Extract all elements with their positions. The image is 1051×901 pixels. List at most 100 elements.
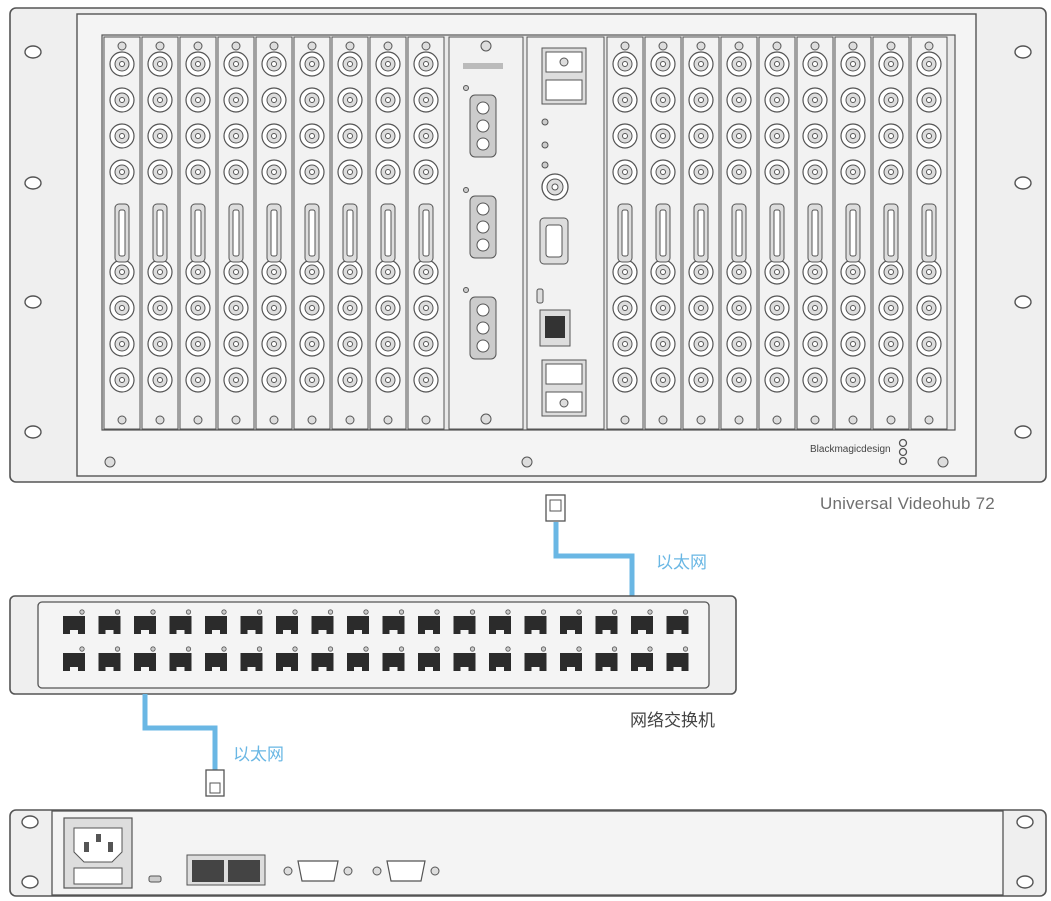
video-card — [910, 36, 948, 430]
power-inlet — [63, 817, 133, 889]
dsub-connector — [883, 203, 899, 263]
switch-port — [347, 646, 369, 671]
bnc-connector — [337, 367, 363, 393]
bnc-connector — [223, 123, 249, 149]
bnc-connector — [802, 87, 828, 113]
bnc-connector — [299, 51, 325, 77]
bnc-connector — [375, 295, 401, 321]
bnc-connector — [802, 295, 828, 321]
bnc-connector — [726, 367, 752, 393]
switch-ports — [63, 609, 689, 671]
bnc-connector — [375, 159, 401, 185]
dsub-connector — [617, 203, 633, 263]
switch-label: 网络交换机 — [630, 711, 715, 731]
bnc-connector — [764, 367, 790, 393]
bnc-connector — [185, 159, 211, 185]
bnc-connector — [299, 87, 325, 113]
bnc-connector — [413, 159, 439, 185]
bnc-connector — [185, 123, 211, 149]
dsub-connector — [845, 203, 861, 263]
reference-bnc — [541, 173, 569, 201]
dsub-connector — [266, 203, 282, 263]
dsub-connector — [152, 203, 168, 263]
switch-port — [560, 646, 582, 671]
bnc-connector — [840, 295, 866, 321]
video-card — [644, 36, 682, 430]
dsub-connector — [807, 203, 823, 263]
bnc-connector — [764, 159, 790, 185]
bnc-connector — [375, 123, 401, 149]
bnc-connector — [764, 123, 790, 149]
bnc-connector — [223, 259, 249, 285]
bnc-connector — [612, 87, 638, 113]
bnc-connector — [109, 159, 135, 185]
bnc-connector — [764, 331, 790, 357]
bnc-connector — [878, 259, 904, 285]
dsub-connector — [655, 203, 671, 263]
bnc-connector — [185, 367, 211, 393]
video-card — [834, 36, 872, 430]
bnc-connector — [612, 159, 638, 185]
switch-port — [631, 646, 653, 671]
bnc-connector — [223, 87, 249, 113]
bnc-connector — [223, 159, 249, 185]
bnc-connector — [650, 123, 676, 149]
bnc-connector — [413, 259, 439, 285]
bnc-connector — [650, 51, 676, 77]
bnc-connector — [840, 123, 866, 149]
bnc-connector — [375, 87, 401, 113]
bnc-connector — [109, 367, 135, 393]
bnc-connector — [688, 259, 714, 285]
rs422-port — [539, 217, 569, 265]
bnc-connector — [261, 259, 287, 285]
dsub-connector — [731, 203, 747, 263]
dsub-connector — [921, 203, 937, 263]
bnc-connector — [916, 51, 942, 77]
switch-port — [134, 646, 156, 671]
ethernet-cable-bottom — [142, 694, 225, 797]
dsub-connector — [418, 203, 434, 263]
bnc-connector — [764, 87, 790, 113]
switch-port — [347, 609, 369, 634]
switch-port — [595, 646, 618, 671]
bnc-connector — [413, 51, 439, 77]
bnc-connector — [878, 159, 904, 185]
bnc-connector — [764, 51, 790, 77]
bnc-connector — [688, 331, 714, 357]
bnc-connector — [299, 123, 325, 149]
bnc-connector — [878, 367, 904, 393]
bnc-connector — [299, 295, 325, 321]
bnc-connector — [375, 259, 401, 285]
bnc-connector — [726, 295, 752, 321]
switch-port — [631, 609, 653, 634]
switch-port — [311, 646, 334, 671]
dsub-connector — [342, 203, 358, 263]
brand-label: Blackmagicdesign — [810, 444, 891, 455]
rj45-plug-icon — [545, 494, 566, 522]
switch-port — [169, 609, 192, 634]
bnc-connector — [337, 159, 363, 185]
video-card — [293, 36, 331, 430]
bnc-connector — [185, 331, 211, 357]
dsub-connector — [380, 203, 396, 263]
bnc-connector — [375, 331, 401, 357]
bnc-connector — [802, 51, 828, 77]
dsub-connector — [114, 203, 130, 263]
bnc-connector — [878, 331, 904, 357]
bnc-connector — [612, 331, 638, 357]
ethernet-label-bottom: 以太网 — [233, 745, 284, 765]
switch-port — [489, 609, 511, 634]
bnc-connector — [802, 259, 828, 285]
bnc-connector — [650, 295, 676, 321]
dsub-connector — [190, 203, 206, 263]
bnc-connector — [916, 123, 942, 149]
upper-psu-slot — [541, 47, 587, 105]
bnc-connector — [375, 51, 401, 77]
bnc-connector — [650, 367, 676, 393]
bnc-connector — [261, 51, 287, 77]
bnc-connector — [688, 51, 714, 77]
switch-port — [134, 609, 156, 634]
switch-port — [98, 609, 121, 634]
bnc-connector — [185, 87, 211, 113]
